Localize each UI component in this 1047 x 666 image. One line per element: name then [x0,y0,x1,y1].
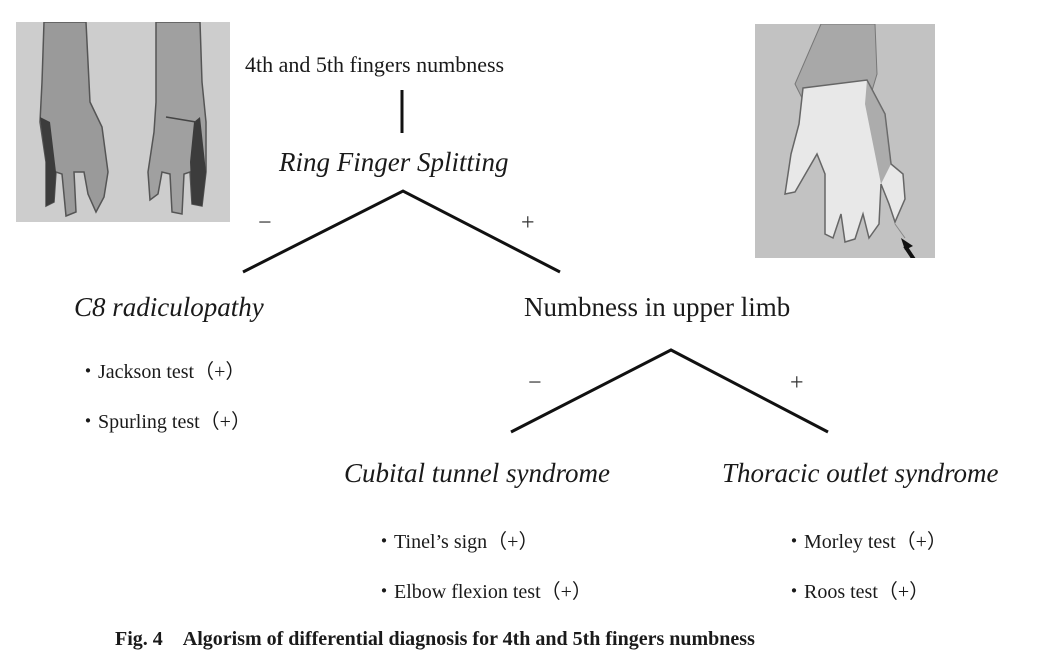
hand-illustration [755,24,935,258]
node-c8-radiculopathy: C8 radiculopathy [74,292,264,322]
top-symptom-label: 4th and 5th fingers numbness [245,52,505,77]
finding-elbow-flexion-test: ・Elbow flexion test（+） [374,581,592,603]
root-positive-sign: + [521,210,535,236]
finding-morley-test: ・Morley test（+） [784,531,947,553]
limb-negative-sign: − [528,370,542,396]
hands-sensory-map-image [16,22,230,222]
hands-illustration [16,22,230,222]
ring-finger-splitting-image [755,24,935,258]
limb-split-lines [510,348,829,434]
root-node-ring-finger-splitting: Ring Finger Splitting [279,147,509,177]
limb-positive-sign: + [790,370,804,396]
finding-spurling-test: ・Spurling test（+） [78,411,251,433]
root-negative-sign: − [258,210,272,236]
finding-jackson-test: ・Jackson test（+） [78,361,246,383]
node-cubital-tunnel-syndrome: Cubital tunnel syndrome [344,458,610,488]
node-thoracic-outlet-syndrome: Thoracic outlet syndrome [722,458,999,488]
finding-roos-test: ・Roos test（+） [784,581,930,603]
figure-caption: Fig. 4 Algorism of differential diagnosi… [115,628,755,650]
finding-tinels-sign: ・Tinel’s sign（+） [374,531,539,553]
node-numbness-upper-limb: Numbness in upper limb [524,292,791,322]
root-split-lines [242,189,561,274]
